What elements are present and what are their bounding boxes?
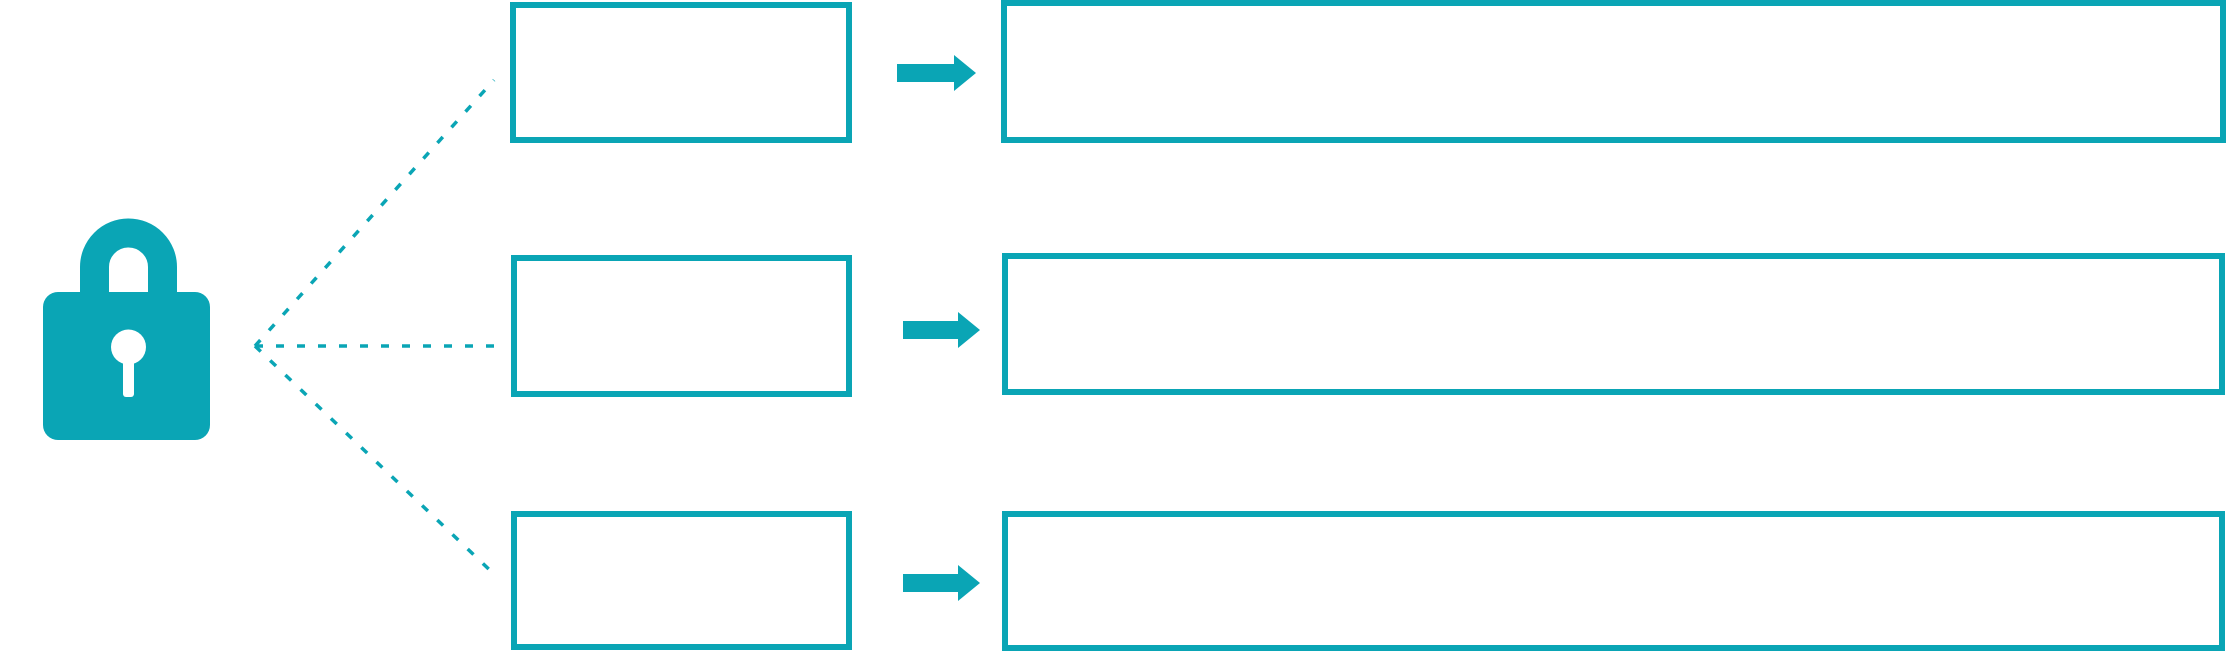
arrow-right-icon-2 bbox=[903, 312, 980, 348]
dotted-connector-top bbox=[253, 78, 496, 348]
description-box-2 bbox=[1002, 253, 2225, 395]
arrow-right-icon-3 bbox=[903, 565, 980, 601]
dotted-connector-bottom bbox=[253, 344, 498, 578]
category-box-2 bbox=[511, 255, 852, 397]
arrow-right-icon-1 bbox=[897, 55, 976, 91]
description-box-1 bbox=[1001, 0, 2226, 143]
category-box-1 bbox=[510, 2, 852, 143]
lock-shackle bbox=[80, 218, 177, 298]
lock-icon bbox=[43, 218, 210, 440]
description-box-3 bbox=[1002, 511, 2225, 651]
lock-keyhole-stem bbox=[123, 347, 134, 397]
category-box-3 bbox=[511, 511, 852, 650]
